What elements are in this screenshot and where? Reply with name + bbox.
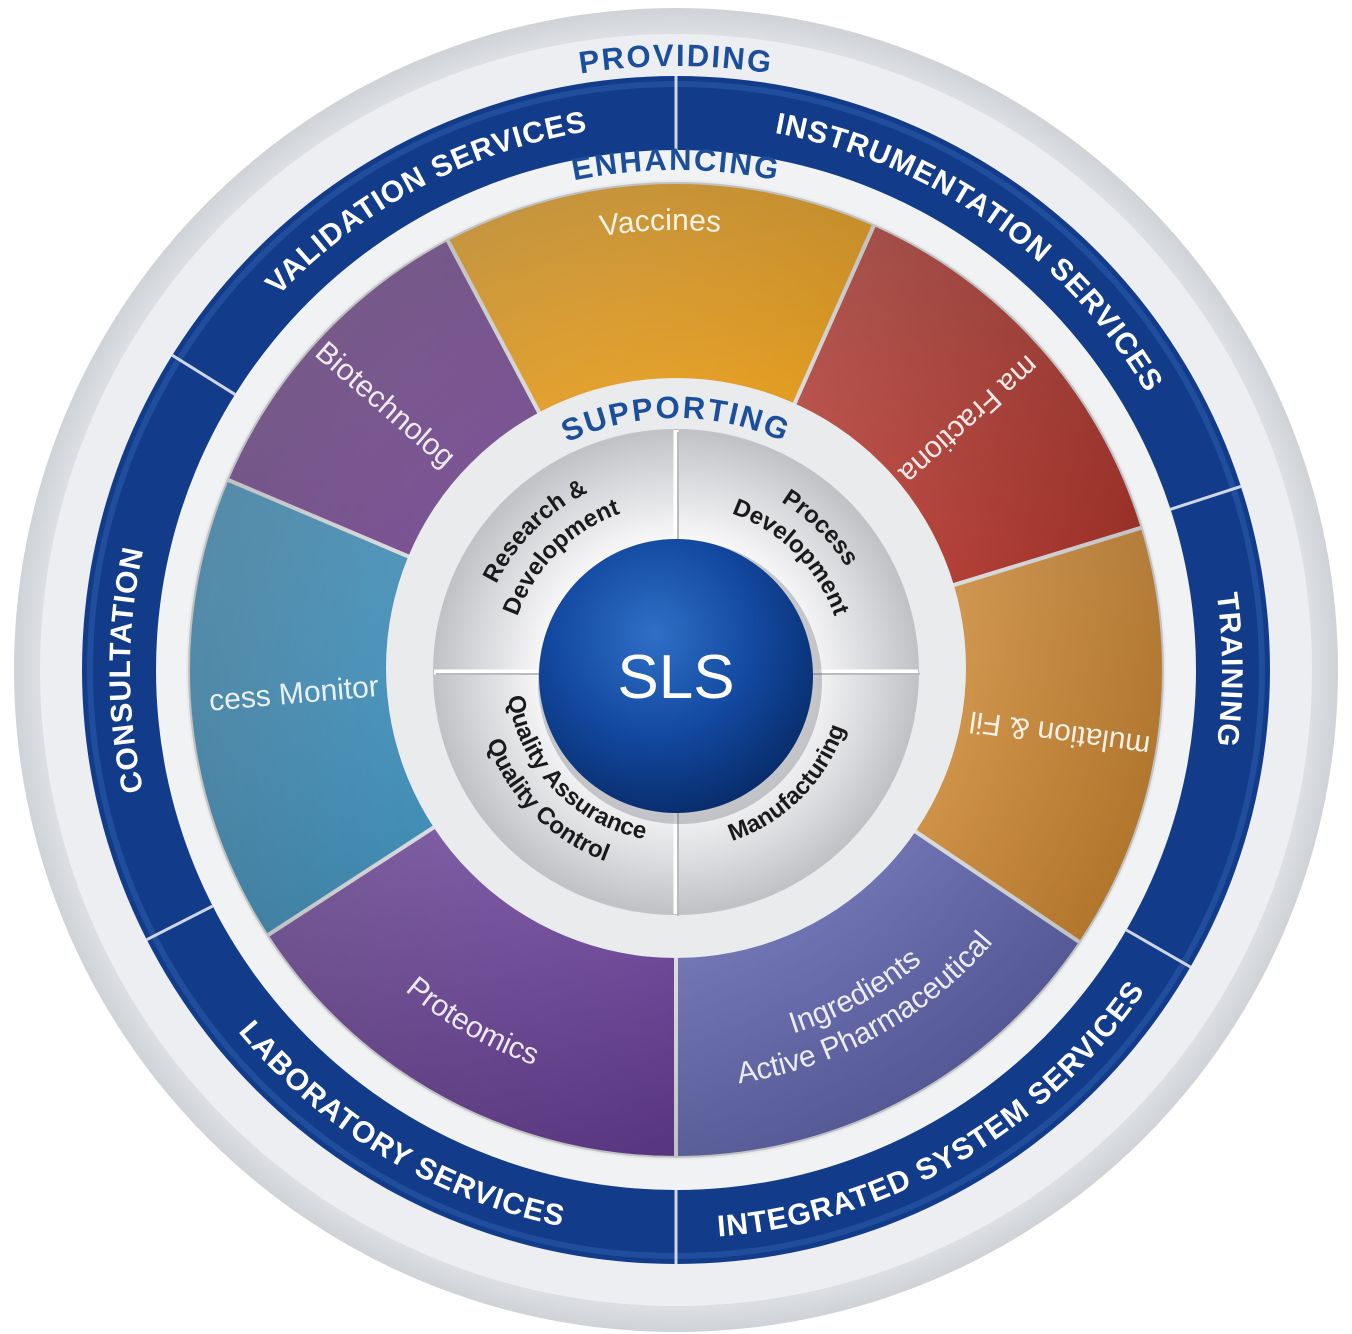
providing-item-training: TRAINING bbox=[1210, 591, 1248, 750]
core-circle bbox=[539, 539, 813, 813]
providing-divider bbox=[146, 904, 214, 942]
providing-divider bbox=[1125, 928, 1192, 969]
core-label: SLS bbox=[617, 643, 734, 712]
enhancing-label-vaccines: Vaccines bbox=[597, 204, 722, 243]
providing-divider bbox=[1170, 485, 1242, 511]
providing-divider bbox=[171, 353, 236, 396]
